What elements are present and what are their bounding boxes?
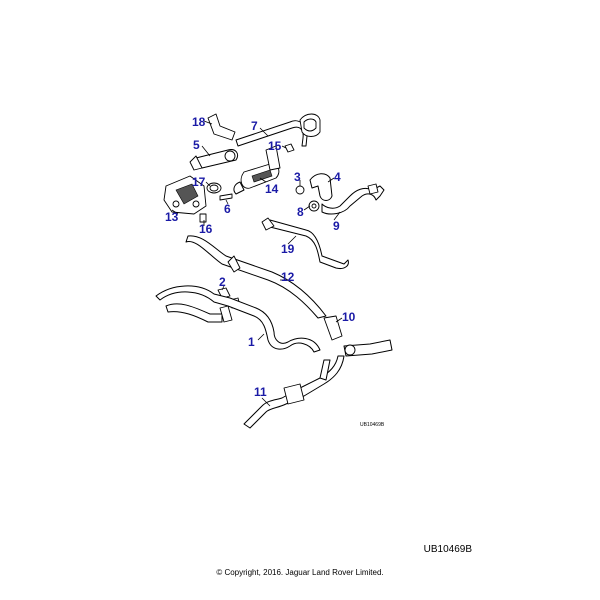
callout-15: 15: [268, 139, 282, 153]
callout-16: 16: [199, 222, 213, 236]
callout-19: 19: [281, 242, 295, 256]
callout-18: 18: [192, 115, 206, 129]
part-19-hose: [261, 217, 349, 269]
callout-8: 8: [297, 205, 304, 219]
diagram-small-reference: UB10469B: [360, 422, 385, 428]
callout-labels: 18 7 5 15 17 3 4 14 13 6 8 9 16 19 12 2 …: [165, 115, 356, 399]
part-11-hose: [243, 355, 345, 429]
part-10-connector: [323, 315, 393, 357]
part-7-hose: [235, 113, 321, 147]
callout-11: 11: [254, 385, 267, 399]
part-18-bracket: [207, 113, 236, 141]
part-8-clamp: [308, 200, 320, 212]
part-13-housing: [163, 175, 207, 215]
callout-5: 5: [193, 138, 200, 152]
part-12-hose: [185, 235, 327, 319]
reference-code: UB10469B: [423, 544, 472, 555]
leader-lines: [171, 120, 343, 407]
callout-13: 13: [165, 210, 179, 224]
callout-4: 4: [334, 170, 341, 184]
callout-9: 9: [333, 219, 340, 233]
part-5-pipe: [189, 149, 239, 171]
part-6-bolt: [219, 193, 233, 201]
copyright-notice: © Copyright, 2016. Jaguar Land Rover Lim…: [216, 568, 384, 577]
callout-10: 10: [342, 310, 356, 324]
part-15-clip: [284, 143, 295, 153]
callout-2: 2: [219, 275, 226, 289]
callout-14: 14: [265, 182, 279, 196]
part-3-clamp: [295, 185, 305, 195]
part-9-hose: [321, 183, 385, 215]
part-17-seal: [206, 182, 222, 194]
callout-6: 6: [224, 202, 231, 216]
callout-12: 12: [281, 270, 295, 284]
part-1-hose: [155, 285, 321, 353]
callout-7: 7: [251, 119, 258, 133]
callout-1: 1: [248, 335, 255, 349]
part-14-pump: [233, 145, 281, 195]
callout-17: 17: [192, 175, 206, 189]
part-16-bolt: [199, 213, 207, 223]
callout-3: 3: [294, 170, 301, 184]
part-4-hose: [309, 173, 333, 201]
